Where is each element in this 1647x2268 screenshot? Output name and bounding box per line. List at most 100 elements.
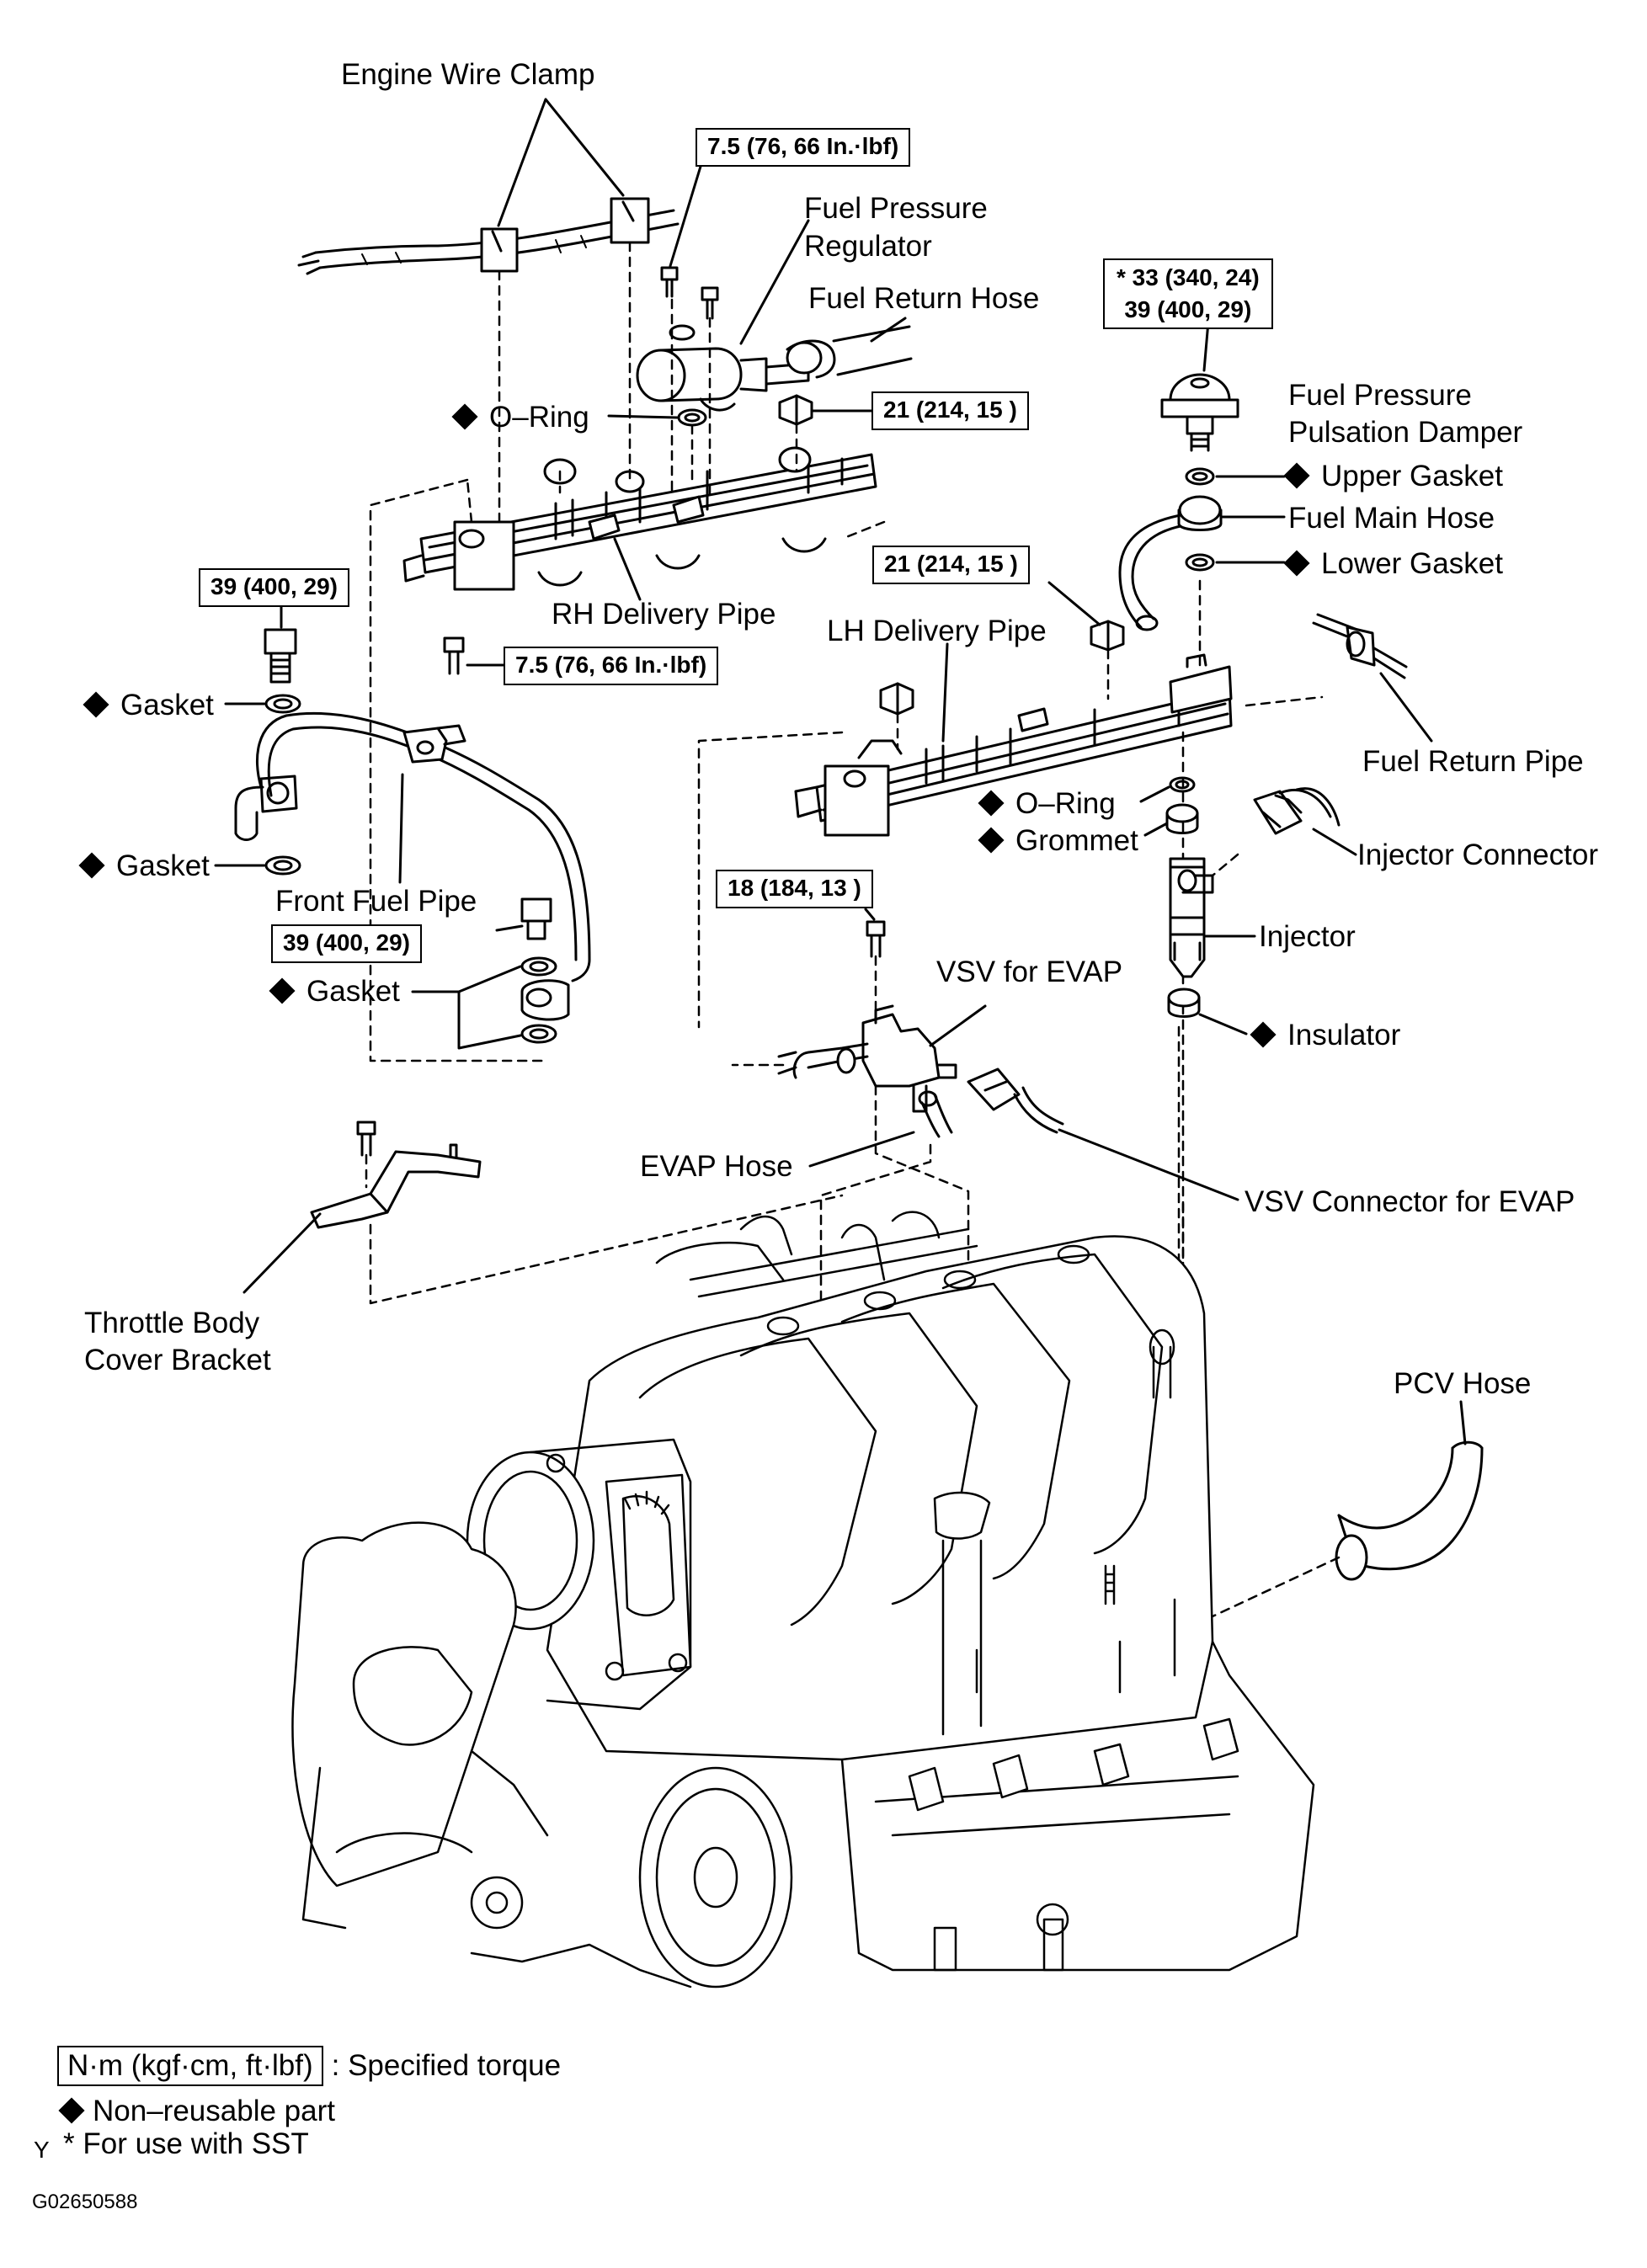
label-vsv-for-evap: VSV for EVAP — [936, 956, 1123, 988]
label-gasket-lower-text: Gasket — [116, 849, 210, 882]
nonreusable-diamond-icon — [269, 977, 296, 1004]
vsv-bolt — [866, 920, 886, 958]
legend-nonreusable: Non–reusable part — [57, 2093, 335, 2130]
regulator-bolt-leader — [669, 148, 707, 268]
vsv-leader — [929, 1004, 987, 1047]
torque-damper-line1: * 33 (340, 24) — [1117, 264, 1260, 290]
rh-delivery-pipe-leader — [613, 537, 642, 601]
label-throttle-body-cover-bracket-1: Throttle Body — [84, 1307, 260, 1339]
engine-block — [291, 1211, 1315, 1988]
nonreusable-diamond-icon — [1283, 462, 1310, 489]
front-fuel-pipe-union-bolt — [264, 628, 297, 684]
front-fuel-pipe-leader — [398, 773, 404, 884]
lh-nut — [1090, 620, 1125, 652]
label-lower-gasket: Lower Gasket — [1276, 547, 1503, 581]
legend-sst-star: Y — [34, 2137, 50, 2163]
nonreusable-diamond-icon — [78, 852, 105, 879]
label-o-ring-lh-text: O–Ring — [1015, 787, 1116, 820]
alignment-lines-top — [369, 241, 886, 1062]
label-insulator: Insulator — [1242, 1019, 1400, 1052]
label-fuel-return-hose: Fuel Return Hose — [808, 282, 1040, 315]
grommet-leader — [1143, 822, 1169, 837]
nonreusable-diamond-icon — [978, 827, 1005, 854]
o-ring-top — [677, 408, 707, 427]
lh-nut-leader — [1047, 581, 1101, 626]
lh-pipe-nut-left — [879, 682, 914, 716]
label-fuel-pressure-regulator-2: Regulator — [804, 230, 932, 263]
throttle-body-cover-bracket — [310, 1121, 482, 1229]
injector-connector-leader — [1312, 828, 1357, 856]
label-injector-connector: Injector Connector — [1357, 839, 1598, 871]
nonreusable-diamond-icon — [1250, 1021, 1277, 1048]
vsv-for-evap — [777, 1004, 957, 1113]
label-lh-delivery-pipe: LH Delivery Pipe — [827, 615, 1047, 647]
label-pcv-hose: PCV Hose — [1394, 1367, 1532, 1400]
label-engine-wire-clamp: Engine Wire Clamp — [341, 58, 595, 91]
label-upper-gasket: Upper Gasket — [1276, 460, 1503, 493]
return-hose-leader — [870, 317, 907, 343]
gasket-front — [520, 956, 557, 1044]
rh-nut — [778, 394, 813, 426]
fuel-return-pipe-leader — [1379, 672, 1433, 743]
torque-union-bolt-left: 39 (400, 29) — [199, 568, 349, 607]
upper-gasket — [1185, 467, 1215, 486]
label-grommet-text: Grommet — [1015, 824, 1138, 857]
label-o-ring-lh: O–Ring — [977, 787, 1116, 821]
nonreusable-diamond-icon — [1283, 550, 1310, 577]
o-ring-lh-leader — [1139, 785, 1170, 803]
injector — [1169, 857, 1214, 978]
label-gasket-front: Gasket — [268, 975, 400, 1009]
alignment-lines-bracket — [365, 1153, 844, 1305]
grommet — [1165, 803, 1199, 834]
evap-hose-leader — [808, 1131, 915, 1168]
label-fuel-return-pipe: Fuel Return Pipe — [1362, 745, 1584, 778]
torque-regulator-bolt: 7.5 (76, 66 In.·lbf) — [696, 128, 911, 167]
label-grommet: Grommet — [977, 824, 1138, 858]
label-gasket-lower: Gasket — [77, 849, 210, 883]
label-o-ring-top: O–Ring — [450, 401, 589, 434]
nonreusable-diamond-icon — [978, 790, 1005, 817]
label-throttle-body-cover-bracket-2: Cover Bracket — [84, 1344, 271, 1376]
vsv-bolt-leader — [864, 908, 876, 921]
o-ring-leader — [607, 414, 679, 419]
lh-delivery-pipe-leader — [941, 642, 949, 743]
wire-clamp-leader — [497, 98, 625, 227]
label-insulator-text: Insulator — [1287, 1019, 1401, 1051]
pipe-bolt — [443, 636, 465, 675]
label-pulsation-damper-2: Pulsation Damper — [1288, 416, 1523, 449]
injector-connector — [1253, 787, 1341, 835]
legend-torque: N·m (kgf·cm, ft·lbf): Specified torque — [57, 2046, 561, 2086]
front-fuel-pipe — [234, 711, 591, 1021]
nonreusable-diamond-icon — [451, 403, 478, 430]
insulator-leader — [1198, 1013, 1248, 1036]
label-rh-delivery-pipe: RH Delivery Pipe — [552, 598, 776, 631]
label-gasket-upper-text: Gasket — [120, 689, 214, 721]
label-vsv-connector-for-evap: VSV Connector for EVAP — [1245, 1185, 1575, 1218]
label-fuel-pressure-regulator-1: Fuel Pressure — [804, 192, 988, 225]
front-union-bolt — [520, 897, 552, 940]
evap-hose — [918, 1090, 953, 1138]
regulator-leader — [739, 219, 810, 345]
nonreusable-diamond-icon — [83, 691, 109, 718]
gasket-upper — [264, 694, 301, 714]
legend-torque-unit: N·m (kgf·cm, ft·lbf) — [57, 2046, 323, 2086]
torque-vsv-bolt: 18 (184, 13 ) — [716, 870, 873, 908]
label-o-ring-top-text: O–Ring — [489, 401, 589, 434]
legend-sst: * For use with SST — [63, 2127, 309, 2160]
o-ring-lh — [1169, 776, 1196, 793]
fuel-return-pipe — [1312, 613, 1408, 679]
vsv-connector — [967, 1067, 1064, 1134]
legend-nonreusable-text: Non–reusable part — [93, 2095, 335, 2127]
damper-leader — [1202, 320, 1210, 372]
label-upper-gasket-text: Upper Gasket — [1321, 460, 1503, 492]
gasket-lower — [264, 855, 301, 876]
fuel-pressure-regulator — [636, 266, 913, 412]
fuel-main-hose — [1118, 495, 1223, 631]
torque-pipe-bolt: 7.5 (76, 66 In.·lbf) — [504, 647, 719, 685]
engine-wire-harness — [297, 197, 680, 275]
bracket-leader — [243, 1212, 322, 1294]
vsv-connector-leader — [1058, 1128, 1239, 1201]
torque-damper-line2: 39 (400, 29) — [1124, 296, 1252, 322]
gasket-front-leader — [411, 965, 522, 1050]
